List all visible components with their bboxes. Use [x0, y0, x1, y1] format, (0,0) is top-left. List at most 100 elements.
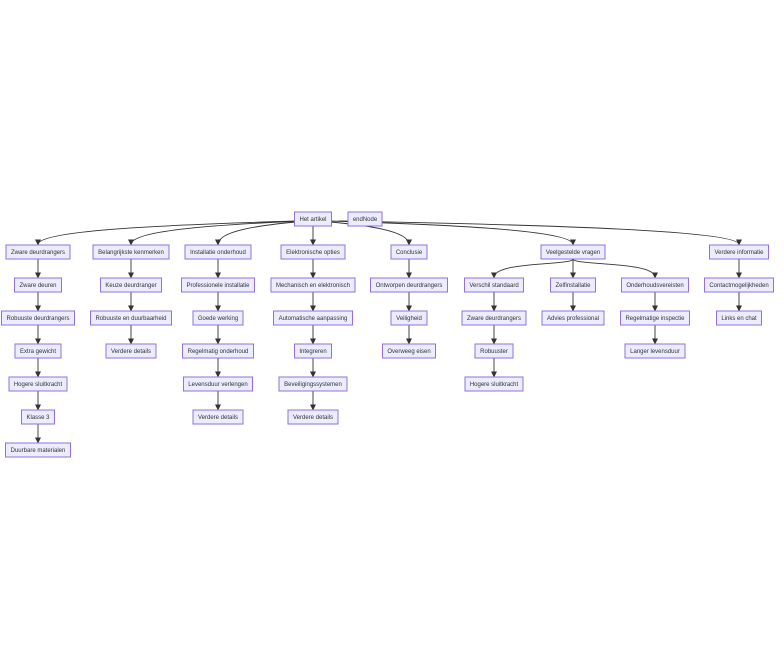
node-zd4: Hogere sluitkracht — [8, 376, 68, 392]
node-zd: Zware deurdrangers — [5, 244, 71, 260]
node-box — [183, 376, 253, 392]
node-box — [716, 310, 762, 326]
node-box — [5, 244, 71, 260]
node-box — [5, 442, 71, 458]
node-label: Zelfinstallatie — [555, 283, 591, 289]
node-box — [287, 409, 339, 425]
node-eo3: Integreren — [294, 343, 332, 359]
node-box — [181, 277, 255, 293]
node-label: Veiligheid — [396, 316, 422, 322]
node-box — [294, 211, 332, 227]
node-box — [294, 343, 332, 359]
node-label: Zware deurdrangers — [11, 250, 65, 256]
node-label: Verdere details — [111, 349, 151, 355]
node-label: Advies professional — [547, 316, 599, 322]
edge-root-vi — [338, 220, 742, 246]
node-co: Conclusie — [390, 244, 428, 260]
edge-vv-vv3 — [572, 258, 658, 279]
node-root: Het artikel — [294, 211, 332, 227]
node-box — [464, 277, 524, 293]
node-zd6: Duurbare materialen — [5, 442, 71, 458]
node-box — [192, 310, 244, 326]
node-io5: Verdere details — [192, 409, 244, 425]
node-box — [370, 277, 448, 293]
node-label: Contactmogelijkheden — [709, 283, 768, 289]
node-box — [270, 277, 356, 293]
node-label: Installatie onderhoud — [190, 250, 246, 256]
node-box — [347, 211, 383, 227]
node-label: Duurbare materialen — [11, 448, 66, 454]
edge-root-zd — [35, 220, 297, 246]
node-box — [273, 310, 353, 326]
node-box — [464, 376, 524, 392]
node-box — [550, 277, 596, 293]
node-label: Beveiligingssystemen — [284, 382, 342, 388]
node-eo: Elektronische opties — [280, 244, 346, 260]
node-eo5: Verdere details — [287, 409, 339, 425]
edge-vv-vv1 — [491, 258, 574, 279]
node-label: Verschil standaard — [469, 283, 518, 289]
node-co2: Veiligheid — [390, 310, 428, 326]
node-box — [14, 277, 62, 293]
node-label: Verdere details — [293, 415, 333, 421]
node-vv3a: Regelmatige inspectie — [620, 310, 690, 326]
node-label: Verdere informatie — [714, 250, 764, 256]
node-vv2a: Advies professional — [541, 310, 605, 326]
edge-root-bk — [128, 220, 303, 246]
node-vv3: Onderhoudsvereisten — [621, 277, 689, 293]
node-bk2: Robuuste en duurbaarheid — [90, 310, 172, 326]
node-box — [100, 277, 162, 293]
edge-root-io — [215, 220, 308, 246]
node-label: Regelmatig onderhoud — [188, 349, 249, 355]
node-label: Professionele installatie — [186, 283, 250, 289]
node-vv3b: Langer levensduur — [624, 343, 686, 359]
node-label: Goede werking — [198, 316, 238, 322]
node-eo2: Automatische aanpassing — [273, 310, 353, 326]
node-label: Integreren — [299, 349, 326, 355]
node-zd2: Robuuste deurdrangers — [1, 310, 75, 326]
node-box — [184, 244, 252, 260]
node-label: Keuze deurdranger — [105, 283, 156, 289]
node-box — [621, 277, 689, 293]
node-label: Hogere sluitkracht — [14, 382, 63, 388]
node-box — [540, 244, 606, 260]
node-box — [278, 376, 348, 392]
node-label: Conclusie — [396, 250, 423, 256]
node-vi: Verdere informatie — [709, 244, 769, 260]
node-label: Belangrijkste kenmerken — [98, 250, 164, 256]
node-label: Levensduur verlengen — [188, 382, 247, 388]
node-label: Hogere sluitkracht — [470, 382, 519, 388]
node-vi2: Links en chat — [716, 310, 762, 326]
node-label: Klasse 3 — [26, 415, 50, 421]
node-eo4: Beveiligingssystemen — [278, 376, 348, 392]
node-label: Regelmatige inspectie — [625, 316, 685, 322]
node-box — [280, 244, 346, 260]
node-vv1b: Robuuster — [474, 343, 514, 359]
node-label: Overweeg eisen — [387, 349, 430, 355]
node-box — [620, 310, 690, 326]
node-label: Links en chat — [721, 316, 757, 322]
edge-root-co — [318, 220, 412, 246]
node-io3: Regelmatig onderhoud — [182, 343, 254, 359]
node-label: Robuuste deurdrangers — [6, 316, 69, 322]
node-box — [704, 277, 774, 293]
node-label: Het artikel — [299, 217, 326, 223]
node-label: Extra gewicht — [20, 349, 56, 355]
node-label: Onderhoudsvereisten — [626, 283, 683, 289]
node-box — [624, 343, 686, 359]
node-box — [1, 310, 75, 326]
node-zd1: Zware deuren — [14, 277, 62, 293]
node-bk1: Keuze deurdranger — [100, 277, 162, 293]
node-bk: Belangrijkste kenmerken — [92, 244, 170, 260]
node-label: Verdere details — [198, 415, 238, 421]
node-label: Veelgestelde vragen — [546, 250, 600, 256]
node-endnode: endNode — [347, 211, 383, 227]
node-io4: Levensduur verlengen — [183, 376, 253, 392]
node-io: Installatie onderhoud — [184, 244, 252, 260]
node-box — [541, 310, 605, 326]
node-label: Robuuste en duurbaarheid — [95, 316, 166, 322]
node-co3: Overweeg eisen — [382, 343, 436, 359]
node-box — [474, 343, 514, 359]
node-box — [192, 409, 244, 425]
node-label: Mechanisch en elektronisch — [276, 283, 350, 289]
